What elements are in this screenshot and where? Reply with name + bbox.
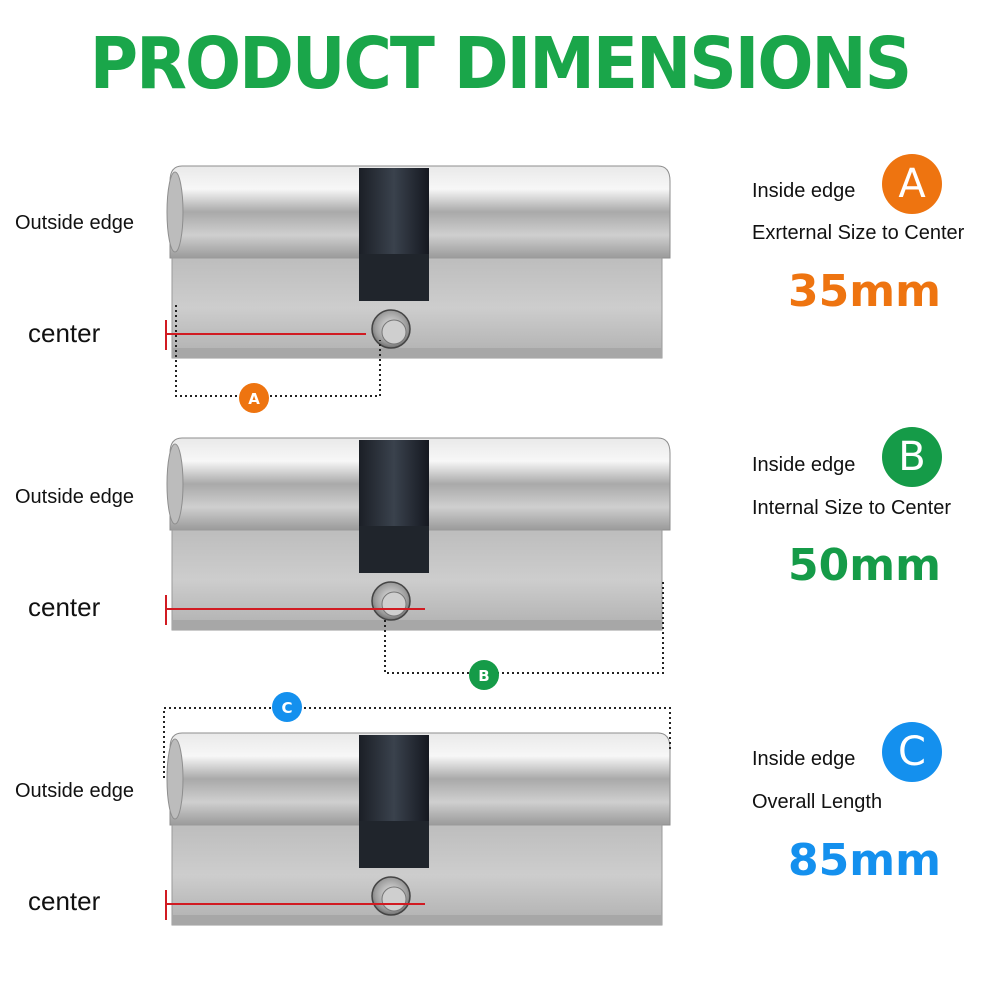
page-title: PRODUCT DIMENSIONS: [89, 22, 912, 106]
center-label-c: center: [28, 886, 101, 916]
outside-edge-label-b: Outside edge: [15, 486, 134, 508]
mini-badge-c: C: [272, 692, 302, 722]
dimension-description: Overall Length: [752, 791, 883, 813]
inside-edge-label: Inside edge: [752, 748, 856, 770]
center-label-a: center: [28, 318, 101, 348]
center-line-a: [165, 320, 366, 350]
dimension-description: Exrternal Size to Center: [752, 222, 965, 244]
inside-edge-label: Inside edge: [752, 454, 856, 476]
svg-text:B: B: [478, 667, 489, 685]
dimension-description: Internal Size to Center: [752, 497, 951, 519]
cylinder-b: [166, 437, 671, 631]
inside-edge-label: Inside edge: [752, 180, 856, 202]
cylinder-a: [166, 165, 671, 359]
dimension-bracket-b: [384, 582, 664, 674]
dimension-measure: 35mm: [788, 266, 941, 317]
cylinder-c: [166, 732, 671, 926]
dimension-measure: 85mm: [788, 835, 941, 886]
letter-badge-a: A: [882, 154, 942, 214]
mini-badge-a: A: [239, 383, 269, 413]
mini-badge-b: B: [469, 660, 499, 690]
svg-text:A: A: [248, 390, 260, 408]
outside-edge-label-a: Outside edge: [15, 212, 134, 234]
center-line-c: [165, 890, 425, 920]
letter-badge-b: B: [882, 427, 942, 487]
letter-badge-c: C: [882, 722, 942, 782]
svg-text:C: C: [281, 699, 292, 717]
center-line-b: [165, 595, 425, 625]
center-label-b: center: [28, 592, 101, 622]
dimension-measure: 50mm: [788, 540, 941, 591]
dimension-bracket-c: [163, 707, 671, 778]
dimension-bracket-a: [175, 305, 381, 397]
outside-edge-label-c: Outside edge: [15, 780, 134, 802]
